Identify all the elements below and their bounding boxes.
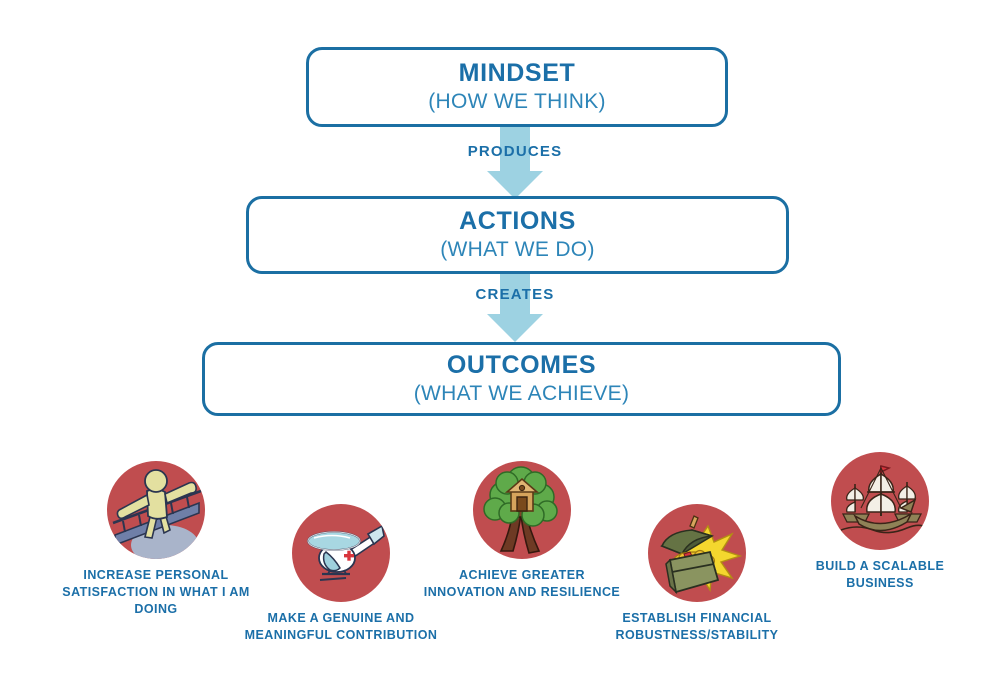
sailing-ships-icon [840,465,924,534]
outcome-label: INCREASE PERSONAL SATISFACTION IN WHAT I… [51,567,261,618]
outcome-icon-circle [292,504,390,602]
outcome-label-line1: ACHIEVE GREATER [459,568,585,582]
connector-produces: PRODUCES [455,127,575,203]
outcome-item-build-scalable-business: BUILD A SCALABLE BUSINESS [775,452,985,592]
outcome-icon-circle [473,461,571,559]
outcome-label-line1: INCREASE PERSONAL [83,568,229,582]
outcome-label: MAKE A GENUINE AND MEANINGFUL CONTRIBUTI… [236,610,446,644]
person-on-bridge-icon [112,469,202,559]
outcome-icon-circle [648,504,746,602]
flow-box-outcomes-subtitle: (WHAT WE ACHIEVE) [413,382,630,406]
flow-box-mindset-title: MINDSET [458,58,576,87]
flow-box-actions-title: ACTIONS [459,206,576,235]
flow-box-mindset: MINDSET (HOW WE THINK) [306,47,728,127]
outcome-label: BUILD A SCALABLE BUSINESS [775,558,985,592]
outcome-label-line2: INNOVATION AND RESILIENCE [423,584,621,599]
connector-creates-label: CREATES [475,286,555,303]
outcome-label-line1: ESTABLISH FINANCIAL [622,611,772,625]
flow-box-actions: ACTIONS (WHAT WE DO) [246,196,789,274]
outcome-label: ACHIEVE GREATER INNOVATION AND RESILIENC… [417,567,627,601]
connector-produces-label: PRODUCES [467,143,563,160]
connector-creates: CREATES [455,274,575,350]
flow-box-mindset-subtitle: (HOW WE THINK) [428,90,606,114]
flow-box-outcomes-title: OUTCOMES [446,350,597,379]
down-arrow-icon [487,127,543,199]
outcome-label-line1: MAKE A GENUINE AND [267,611,415,625]
outcome-label-line2: MEANINGFUL CONTRIBUTION [244,627,438,642]
outcome-item-increase-personal-satisfaction: INCREASE PERSONAL SATISFACTION IN WHAT I… [51,461,261,618]
treehouse-icon [483,466,558,554]
outcome-icon-circle [107,461,205,559]
outcome-item-achieve-innovation-resilience: ACHIEVE GREATER INNOVATION AND RESILIENC… [417,461,627,601]
outcome-item-make-genuine-contribution: MAKE A GENUINE AND MEANINGFUL CONTRIBUTI… [236,504,446,644]
helicopter-icon [307,524,385,581]
outcome-label-line2: BUSINESS [846,575,914,590]
outcome-item-establish-financial-robustness: ESTABLISH FINANCIAL ROBUSTNESS/STABILITY [592,504,802,644]
outcome-label: ESTABLISH FINANCIAL ROBUSTNESS/STABILITY [592,610,802,644]
treasure-chest-icon [660,515,743,595]
flow-box-outcomes: OUTCOMES (WHAT WE ACHIEVE) [202,342,841,416]
flow-box-actions-subtitle: (WHAT WE DO) [440,238,595,262]
outcome-label-line2: ROBUSTNESS/STABILITY [615,627,779,642]
outcome-label-line2: SATISFACTION IN WHAT I AM DOING [62,584,250,616]
outcome-label-line1: BUILD A SCALABLE [815,559,945,573]
outcome-icon-circle [831,452,929,550]
down-arrow-icon [487,274,543,342]
